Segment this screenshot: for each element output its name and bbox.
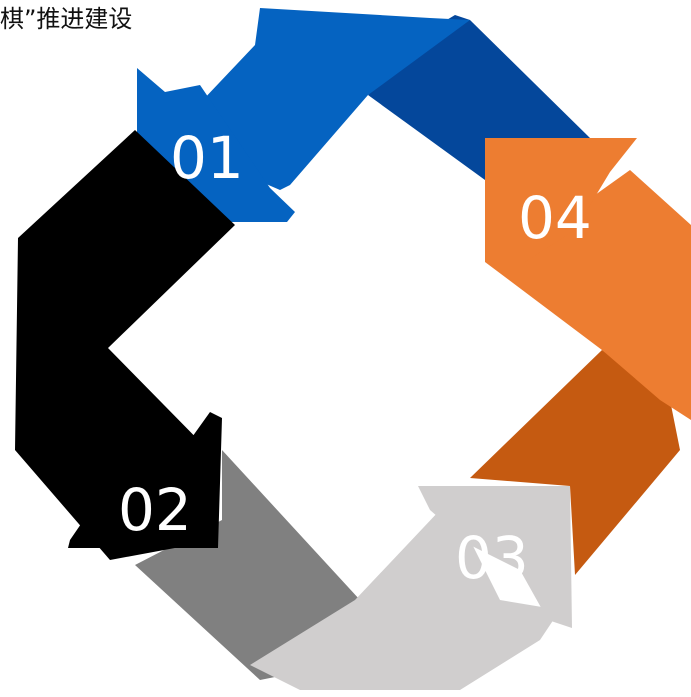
- step-03-number: 03: [455, 524, 529, 592]
- step-02-arrow: [15, 130, 360, 680]
- step-04-number: 04: [518, 184, 592, 252]
- title-fragment: 棋”推进建设: [0, 5, 133, 33]
- step-02-number: 02: [118, 476, 192, 544]
- step-03-band: [250, 510, 560, 690]
- step-04-arrow: [470, 138, 691, 575]
- step-02-band-shade: [135, 450, 360, 680]
- step-01-number: 01: [170, 124, 244, 192]
- step-04-arrowhead: [485, 138, 637, 262]
- step-01-band: [165, 8, 470, 190]
- step-03-arrow: [250, 486, 572, 690]
- step-04-band-shade: [470, 350, 680, 575]
- step-04-band: [485, 170, 691, 420]
- step-02-arrowhead: [68, 412, 222, 548]
- step-03-arrowhead: [418, 486, 572, 628]
